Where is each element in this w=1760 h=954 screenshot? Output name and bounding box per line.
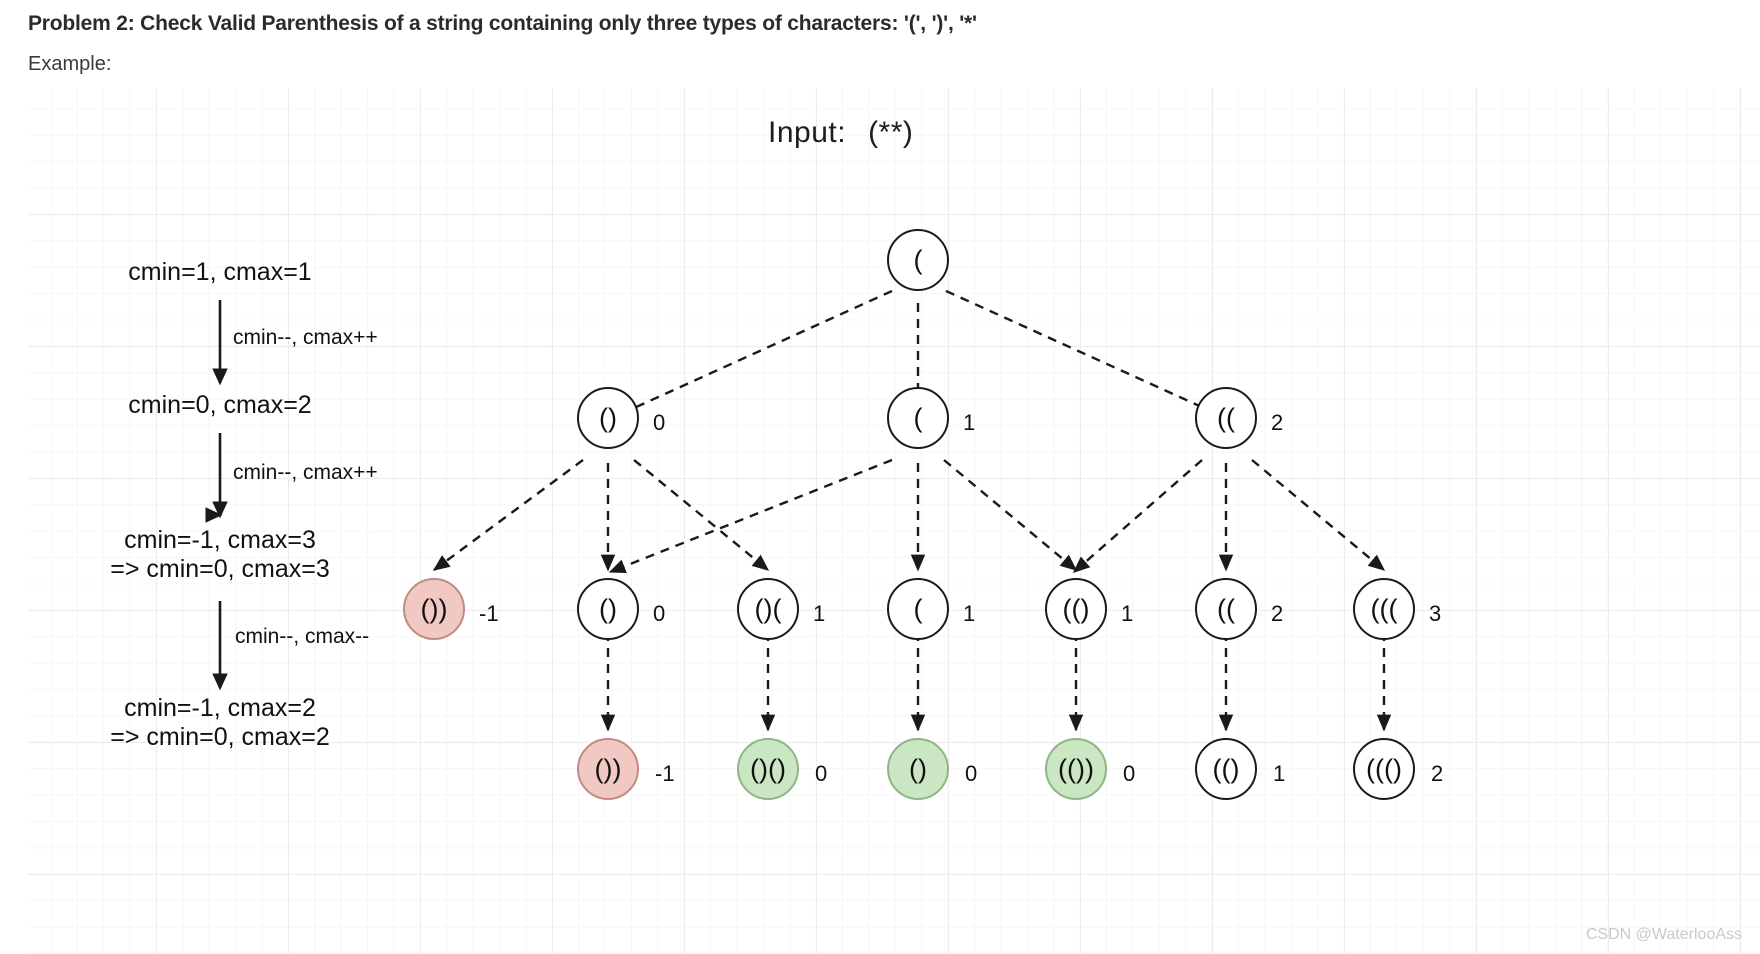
tree-node-l2-1[interactable]: ()	[577, 578, 639, 640]
tree-node-value-l3-5: 2	[1431, 761, 1444, 786]
tree-node-value-l1-1: 1	[963, 410, 976, 435]
state-arrows	[212, 300, 228, 691]
tree-node-l1-1[interactable]: (	[887, 387, 949, 449]
input-caption: Input: (**)	[768, 116, 913, 150]
tree-node-l3-3[interactable]: (())	[1045, 738, 1107, 800]
tree-node-value-l1-2: 2	[1271, 410, 1284, 435]
tree-node-value-l3-3: 0	[1123, 761, 1136, 786]
tree-node-value-l2-6: 3	[1429, 601, 1442, 626]
transition-label-1: cmin--, cmax++	[233, 326, 378, 349]
tree-node-root[interactable]: (	[887, 229, 949, 291]
tree-node-l3-1[interactable]: ()()	[737, 738, 799, 800]
watermark: CSDN @WaterlooAss	[1585, 926, 1742, 943]
tree-node-value-l2-1: 0	[653, 601, 666, 626]
example-label: Example:	[28, 53, 112, 75]
tree-node-l3-0[interactable]: ())	[577, 738, 639, 800]
state-step-3: cmin=-1, cmax=3 => cmin=0, cmax=3	[110, 526, 330, 583]
tree-node-l2-2[interactable]: ()(	[737, 578, 799, 640]
input-label: Input:	[768, 116, 847, 149]
tree-node-l3-2[interactable]: ()	[887, 738, 949, 800]
state-step-2: cmin=0, cmax=2	[128, 391, 312, 419]
tree-node-value-l3-4: 1	[1273, 761, 1286, 786]
tree-node-value-l2-0: -1	[479, 601, 499, 626]
page-title: Problem 2: Check Valid Parenthesis of a …	[28, 12, 977, 35]
diagram-canvas: Input: (**) cmin=1, cmax=1 cmin--, cmax++…	[28, 88, 1760, 954]
tree-node-l2-6[interactable]: (((	[1353, 578, 1415, 640]
tree-node-value-l2-5: 2	[1271, 601, 1284, 626]
tree-node-value-l3-1: 0	[815, 761, 828, 786]
tree-node-value-l1-0: 0	[653, 410, 666, 435]
tree-node-l1-2[interactable]: ((	[1195, 387, 1257, 449]
tree-node-value-l2-4: 1	[1121, 601, 1134, 626]
tree-node-l1-0[interactable]: ()	[577, 387, 639, 449]
tree-edges	[432, 289, 1392, 732]
tree-node-l3-5[interactable]: ((()	[1353, 738, 1415, 800]
tree-node-value-l3-0: -1	[655, 761, 675, 786]
tree-node-l2-0[interactable]: ())	[403, 578, 465, 640]
tree-node-l2-4[interactable]: (()	[1045, 578, 1107, 640]
transition-label-3: cmin--, cmax--	[235, 625, 370, 648]
transition-label-2: cmin--, cmax++	[233, 461, 378, 484]
state-step-4: cmin=-1, cmax=2 => cmin=0, cmax=2	[110, 694, 330, 751]
tree-node-value-l3-2: 0	[965, 761, 978, 786]
tree-node-l3-4[interactable]: (()	[1195, 738, 1257, 800]
state-step-1: cmin=1, cmax=1	[128, 258, 312, 286]
tree-node-l2-3[interactable]: (	[887, 578, 949, 640]
tree-node-value-l2-3: 1	[963, 601, 976, 626]
tree-node-value-l2-2: 1	[813, 601, 826, 626]
input-value: (**)	[868, 116, 914, 149]
tree-node-l2-5[interactable]: ((	[1195, 578, 1257, 640]
